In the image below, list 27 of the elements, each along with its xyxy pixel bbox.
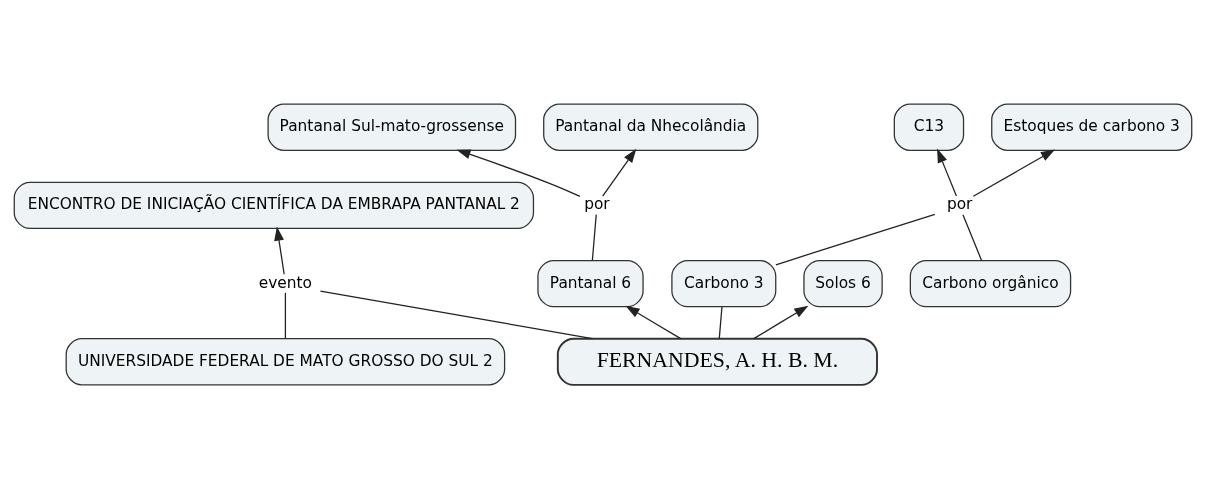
node-box: Carbono 3: [671, 259, 777, 307]
arrow: [456, 149, 581, 197]
arrow: [625, 305, 682, 339]
node-box: Estoques de carbono 3: [991, 103, 1193, 151]
node-box: UNIVERSIDADE FEDERAL DE MATO GROSSO DO SUL 2: [65, 337, 506, 385]
arrow: [274, 226, 285, 275]
connector: [962, 213, 983, 261]
arrow: [972, 149, 1056, 197]
node-box: ENCONTRO DE INICIAÇÃO CIENTÍFICA DA EMBRAPA PANTANAL 2: [13, 181, 535, 229]
arrow: [602, 148, 637, 197]
connector: [718, 305, 723, 339]
node-text: evento: [258, 273, 312, 292]
node-box: C13: [893, 103, 965, 151]
node-text: por: [584, 194, 610, 213]
connector: [775, 213, 936, 265]
node-box: FERNANDES, A. H. B. M.: [556, 337, 878, 386]
connector: [591, 213, 597, 261]
node-box: Pantanal 6: [537, 259, 644, 307]
connector: [319, 289, 594, 339]
node-box: Pantanal Sul-mato-grossense: [267, 103, 517, 151]
node-box: Carbono orgânico: [909, 259, 1072, 307]
arrow: [937, 148, 958, 197]
connector: [284, 291, 287, 339]
node-box: Pantanal da Nhecolândia: [543, 103, 759, 151]
node-text: por: [946, 194, 973, 213]
arrow: [753, 305, 809, 339]
node-box: Solos 6: [803, 259, 883, 307]
